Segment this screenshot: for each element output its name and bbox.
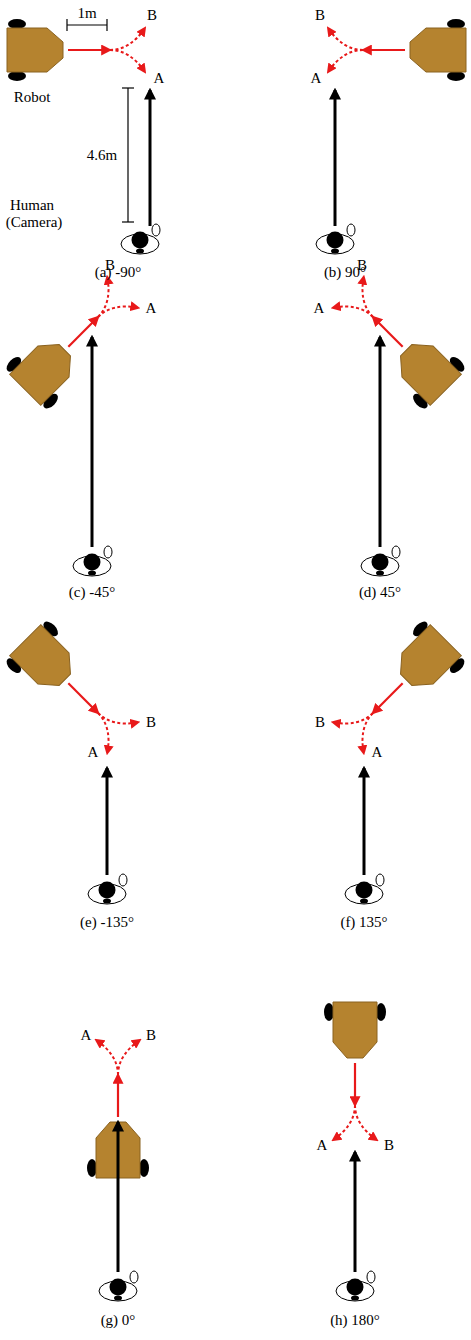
robot	[328, 19, 466, 81]
human-camera	[316, 224, 355, 254]
part-label: (Camera)	[6, 214, 63, 231]
human-camera	[99, 1271, 138, 1301]
point-label: B	[357, 257, 367, 274]
point-label: A	[372, 744, 383, 761]
human-camera	[345, 874, 384, 904]
human-camera	[361, 546, 400, 576]
human-path	[106, 768, 109, 875]
human-path	[334, 90, 337, 226]
robot	[326, 270, 467, 411]
panel-caption: (a) -90°	[95, 264, 141, 281]
panel-caption: (e) -135°	[80, 914, 134, 931]
panel-b	[316, 19, 466, 254]
point-label: B	[315, 714, 325, 731]
point-label: B	[146, 714, 156, 731]
panel-d	[326, 270, 467, 576]
point-label: A	[146, 300, 157, 317]
human-camera	[73, 546, 112, 576]
point-label: A	[311, 70, 322, 87]
point-label: A	[317, 1137, 328, 1154]
panel-caption: (f) 135°	[340, 914, 387, 931]
dimension-label: 1m	[77, 5, 96, 22]
point-label: A	[81, 1027, 92, 1044]
human-path	[354, 1152, 357, 1272]
panel-c	[3, 270, 144, 576]
panel-caption: (g) 0°	[101, 1312, 136, 1329]
dimension-line	[67, 24, 107, 25]
dimension-label: 4.6m	[87, 147, 117, 164]
point-label: B	[146, 1027, 156, 1044]
panel-e	[3, 618, 144, 904]
robot	[3, 618, 144, 759]
point-label: A	[314, 300, 325, 317]
panel-caption: (h) 180°	[330, 1312, 380, 1329]
point-label: B	[105, 257, 115, 274]
panel-h	[324, 1002, 386, 1301]
human-path	[117, 1122, 120, 1272]
human-path	[149, 90, 152, 226]
panel-caption: (d) 45°	[359, 584, 401, 601]
part-label: Robot	[14, 89, 51, 106]
human-path	[363, 768, 366, 875]
human-camera	[88, 874, 127, 904]
point-label: A	[88, 744, 99, 761]
human-path	[91, 337, 94, 547]
point-label: B	[315, 7, 325, 24]
panel-g	[87, 1040, 149, 1301]
human-camera	[336, 1271, 375, 1301]
point-label: A	[154, 70, 165, 87]
human-path	[379, 337, 382, 547]
part-label: Human	[10, 197, 54, 214]
human-camera	[121, 224, 160, 254]
panel-f	[326, 618, 467, 904]
panel-caption: (c) -45°	[69, 584, 115, 601]
robot	[324, 1002, 386, 1140]
dimension-line	[127, 88, 128, 222]
robot	[7, 19, 145, 81]
point-label: B	[147, 7, 157, 24]
robot	[326, 618, 467, 759]
point-label: B	[384, 1137, 394, 1154]
robot	[3, 270, 144, 411]
